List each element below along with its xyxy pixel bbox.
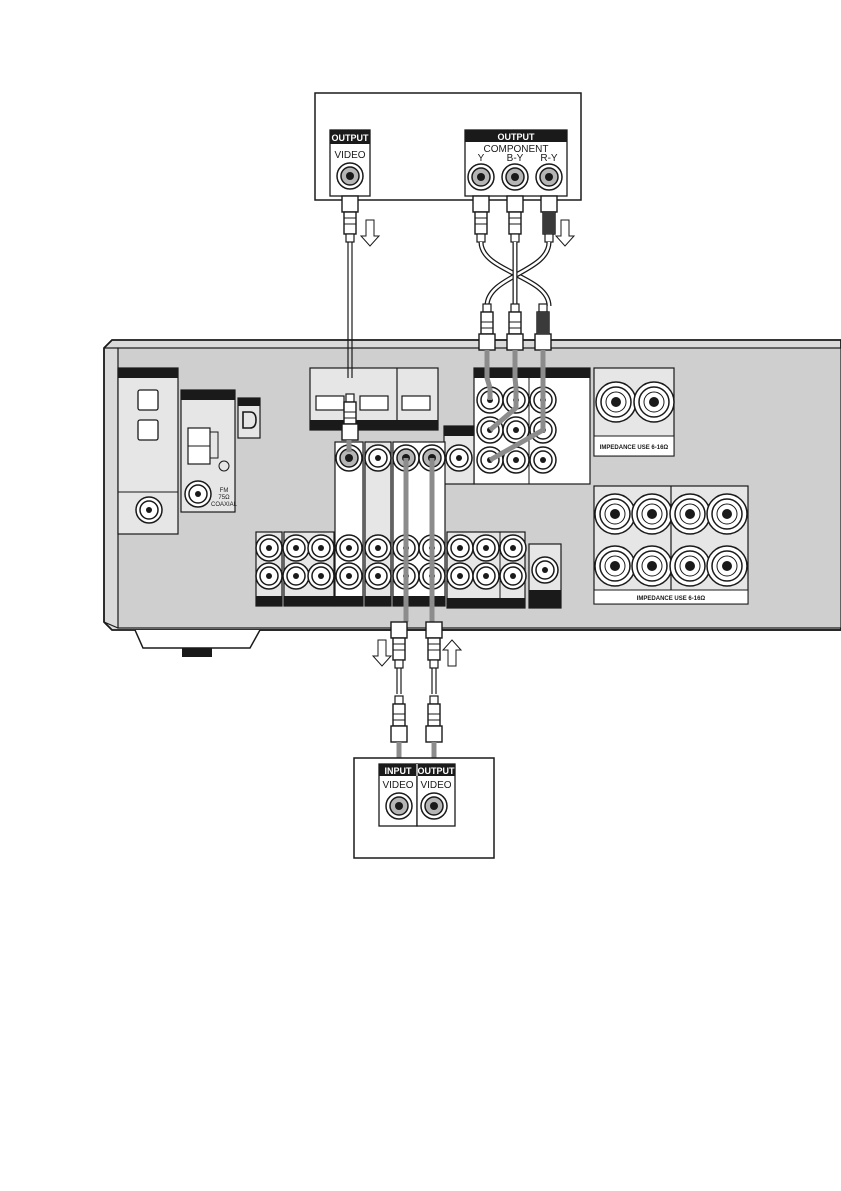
audio-jack-c5[interactable] bbox=[473, 563, 499, 589]
rcv-audio-in-1r[interactable] bbox=[336, 563, 362, 589]
component-ry-jack[interactable] bbox=[536, 164, 562, 190]
surround-terminal-2[interactable] bbox=[632, 494, 672, 534]
hdmi-input-1[interactable] bbox=[316, 396, 344, 410]
top-device: OUTPUT VIDEO OUTPUT COMPONENT Y B-Y R-Y bbox=[315, 93, 581, 200]
bottom-output-jack-label: VIDEO bbox=[420, 780, 451, 791]
rcv-audio-in-2l[interactable] bbox=[365, 535, 391, 561]
component-by-label: B-Y bbox=[507, 153, 524, 164]
bottom-flow-arrow-down-icon bbox=[373, 640, 391, 666]
surround-speaker-terminals: IMPEDANCE USE 6-16Ω bbox=[594, 486, 748, 604]
component-plug-y-top bbox=[473, 196, 489, 242]
video-output-jack[interactable] bbox=[337, 163, 363, 189]
front-speaker-terminal-1[interactable] bbox=[596, 382, 636, 422]
antenna-label-ohm: 75Ω bbox=[218, 495, 230, 501]
audio-jack-b4[interactable] bbox=[308, 563, 334, 589]
optical-input-panel bbox=[118, 368, 178, 534]
component-by-jack[interactable] bbox=[502, 164, 528, 190]
audio-jack-b3[interactable] bbox=[283, 563, 309, 589]
surround-speaker-impedance-label: IMPEDANCE USE 6-16Ω bbox=[637, 596, 706, 602]
audio-jack-a2[interactable] bbox=[256, 563, 282, 589]
bottom-video-output-jack[interactable] bbox=[421, 793, 447, 819]
audio-jack-b2[interactable] bbox=[308, 535, 334, 561]
hdmi-input-2[interactable] bbox=[360, 396, 388, 410]
component-y-jack[interactable] bbox=[468, 164, 494, 190]
optical-input-2[interactable] bbox=[138, 420, 158, 440]
component-flow-arrow-down-icon bbox=[556, 220, 574, 246]
rcv-component-out-ry[interactable] bbox=[530, 447, 556, 473]
surround-terminal-4[interactable] bbox=[707, 494, 747, 534]
bottom-plug-in-lower bbox=[391, 696, 407, 742]
component-output-panel: OUTPUT COMPONENT Y B-Y R-Y bbox=[465, 130, 567, 196]
component-ry-label: R-Y bbox=[540, 153, 558, 164]
audio-jack-c4[interactable] bbox=[447, 563, 473, 589]
surround-terminal-7[interactable] bbox=[670, 546, 710, 586]
video-output-header: OUTPUT bbox=[332, 133, 370, 143]
component-y-label: Y bbox=[478, 153, 485, 164]
bottom-input-header: INPUT bbox=[385, 766, 413, 776]
video-plug-top bbox=[342, 196, 358, 242]
audio-jack-b1[interactable] bbox=[283, 535, 309, 561]
rcv-audio-in-2r[interactable] bbox=[365, 563, 391, 589]
surround-terminal-5[interactable] bbox=[595, 546, 635, 586]
signal-flow-arrow-down-icon bbox=[361, 220, 379, 246]
audio-jack-c2[interactable] bbox=[473, 535, 499, 561]
hdmi-panel bbox=[310, 368, 438, 430]
bottom-output-header: OUTPUT bbox=[418, 766, 456, 776]
rcv-video-in-2[interactable] bbox=[365, 445, 391, 471]
surround-terminal-6[interactable] bbox=[632, 546, 672, 586]
audio-jacks-right bbox=[447, 532, 561, 608]
video-output-panel: OUTPUT VIDEO bbox=[330, 130, 370, 196]
bottom-device: INPUT OUTPUT VIDEO VIDEO bbox=[354, 758, 494, 858]
bottom-plug-in-upper bbox=[426, 622, 442, 668]
antenna-panel: FM 75Ω COAXIAL bbox=[181, 390, 238, 512]
surround-terminal-8[interactable] bbox=[707, 546, 747, 586]
subwoofer-out-jack[interactable] bbox=[532, 557, 558, 583]
av-receiver: FM 75Ω COAXIAL bbox=[104, 340, 841, 657]
antenna-label-coaxial: COAXIAL bbox=[211, 502, 238, 508]
front-speaker-terminals: IMPEDANCE USE 6-16Ω bbox=[594, 368, 674, 456]
surround-terminal-3[interactable] bbox=[670, 494, 710, 534]
audio-jacks-left bbox=[256, 532, 334, 606]
component-output-header: OUTPUT bbox=[498, 132, 536, 142]
bottom-plug-out-upper bbox=[391, 622, 407, 668]
monitor-out-panel bbox=[444, 426, 474, 484]
audio-jack-c1[interactable] bbox=[447, 535, 473, 561]
bottom-flow-arrow-up-icon bbox=[443, 640, 461, 666]
audio-jack-a1[interactable] bbox=[256, 535, 282, 561]
audio-jack-c3[interactable] bbox=[500, 535, 526, 561]
bottom-input-jack-label: VIDEO bbox=[382, 780, 413, 791]
fm-antenna-jack[interactable] bbox=[185, 481, 211, 507]
bottom-video-input-jack[interactable] bbox=[386, 793, 412, 819]
video-jack-columns bbox=[335, 442, 445, 606]
front-speaker-impedance-label: IMPEDANCE USE 6-16Ω bbox=[600, 445, 669, 451]
video-output-jack-label: VIDEO bbox=[334, 150, 365, 161]
monitor-video-out[interactable] bbox=[446, 445, 472, 471]
digital-logo-panel bbox=[238, 398, 260, 438]
front-speaker-terminal-2[interactable] bbox=[634, 382, 674, 422]
optical-input-1[interactable] bbox=[138, 390, 158, 410]
rcv-audio-in-1l[interactable] bbox=[336, 535, 362, 561]
bottom-plug-out-lower bbox=[426, 696, 442, 742]
component-plug-by-bottom bbox=[507, 304, 523, 350]
antenna-label-fm: FM bbox=[220, 488, 229, 494]
component-plug-by-top bbox=[507, 196, 523, 242]
audio-jack-c6[interactable] bbox=[500, 563, 526, 589]
coaxial-digital-input[interactable] bbox=[136, 497, 162, 523]
component-plug-y-bottom bbox=[479, 304, 495, 350]
surround-terminal-1[interactable] bbox=[595, 494, 635, 534]
hdmi-output[interactable] bbox=[402, 396, 430, 410]
